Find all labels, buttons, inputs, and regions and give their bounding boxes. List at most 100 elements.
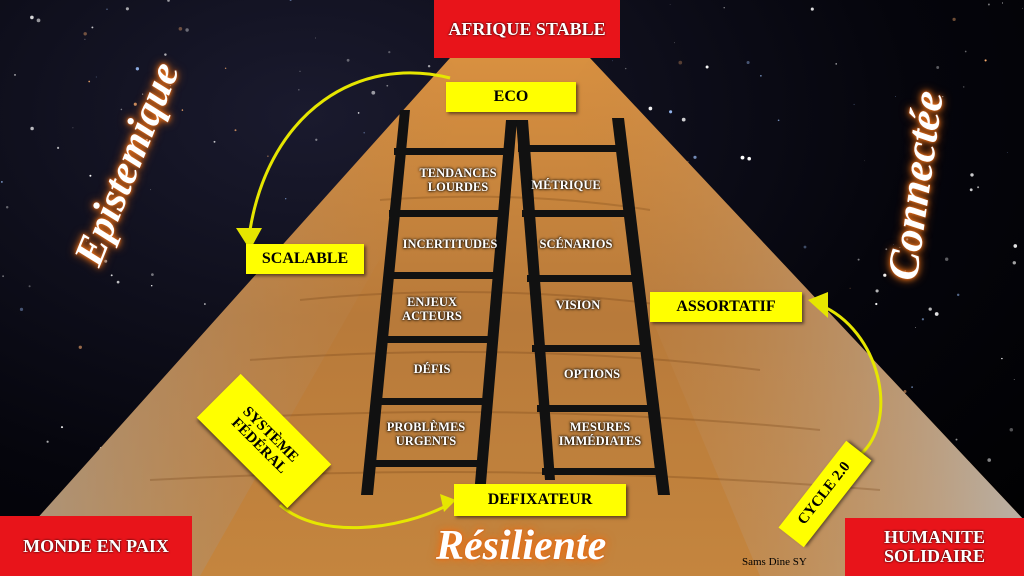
eco-tag: ECO bbox=[446, 82, 576, 112]
star bbox=[2, 275, 4, 278]
star bbox=[723, 7, 725, 9]
star bbox=[915, 326, 917, 328]
star bbox=[921, 318, 925, 321]
star bbox=[178, 27, 183, 31]
star bbox=[110, 274, 113, 277]
star bbox=[88, 80, 91, 83]
star bbox=[120, 108, 123, 111]
star bbox=[928, 307, 932, 311]
star bbox=[363, 131, 365, 134]
star bbox=[57, 146, 60, 149]
star bbox=[875, 302, 878, 306]
arrow-eco-to-scalable bbox=[248, 71, 451, 231]
star bbox=[1006, 152, 1008, 153]
star bbox=[945, 257, 949, 261]
star bbox=[936, 66, 940, 69]
resiliente-word: Résiliente bbox=[436, 523, 607, 569]
assortatif-tag: ASSORTATIF bbox=[650, 292, 802, 322]
star bbox=[371, 90, 376, 95]
left-rung-label-4: DÉFIS bbox=[413, 362, 451, 376]
star bbox=[116, 280, 120, 284]
star bbox=[903, 390, 907, 393]
star bbox=[299, 70, 301, 72]
star bbox=[150, 189, 152, 191]
star bbox=[224, 67, 227, 70]
star bbox=[30, 15, 34, 20]
star bbox=[705, 65, 709, 69]
star bbox=[427, 64, 431, 68]
star bbox=[740, 155, 745, 160]
right-rung-label-3: VISION bbox=[555, 298, 601, 312]
star bbox=[1002, 2, 1003, 4]
star bbox=[298, 89, 300, 91]
star bbox=[125, 7, 129, 11]
author-credit: Sams Dine SY bbox=[742, 556, 807, 568]
star bbox=[899, 247, 901, 249]
star bbox=[864, 160, 865, 162]
star bbox=[956, 293, 960, 297]
star bbox=[185, 28, 189, 32]
star bbox=[962, 86, 965, 88]
star bbox=[984, 59, 987, 62]
pyramid-left-face bbox=[0, 58, 470, 576]
star bbox=[875, 289, 879, 293]
arrow-head-defixateur bbox=[440, 494, 456, 512]
left-rung-label-3: ENJEUX ACTEURS bbox=[402, 295, 462, 324]
star bbox=[95, 76, 97, 78]
star bbox=[849, 287, 851, 289]
right-rung-label-1: MÉTRIQUE bbox=[531, 178, 601, 192]
star bbox=[285, 198, 287, 200]
star bbox=[906, 238, 909, 241]
star bbox=[803, 245, 807, 249]
star bbox=[386, 84, 389, 87]
star bbox=[835, 63, 837, 65]
star bbox=[60, 426, 64, 429]
star bbox=[150, 284, 153, 287]
star bbox=[106, 232, 109, 234]
star bbox=[810, 7, 814, 11]
star bbox=[1013, 244, 1018, 248]
star bbox=[133, 102, 137, 106]
star bbox=[86, 240, 87, 242]
star bbox=[612, 60, 613, 62]
star bbox=[91, 26, 94, 29]
star bbox=[746, 60, 750, 65]
star bbox=[104, 259, 108, 263]
star bbox=[162, 75, 166, 79]
star bbox=[72, 127, 74, 129]
star bbox=[678, 60, 683, 65]
star bbox=[28, 285, 31, 288]
star bbox=[83, 32, 87, 36]
star bbox=[942, 96, 944, 98]
star bbox=[624, 67, 627, 70]
star bbox=[388, 50, 391, 54]
defixateur-tag: DEFIXATEUR bbox=[454, 484, 626, 516]
star bbox=[977, 186, 980, 189]
left-ladder bbox=[361, 110, 517, 495]
arrow-head-assortatif bbox=[808, 292, 828, 318]
star bbox=[669, 110, 673, 114]
star bbox=[895, 96, 896, 97]
star bbox=[911, 386, 913, 388]
star bbox=[145, 138, 148, 142]
bottom-right-goal-box: HUMANITE SOLIDAIRE bbox=[845, 518, 1024, 576]
star bbox=[346, 58, 350, 62]
star bbox=[213, 140, 216, 143]
right-ladder bbox=[516, 118, 670, 495]
star bbox=[883, 273, 887, 277]
top-goal-box: AFRIQUE STABLE bbox=[434, 0, 620, 58]
arrow-federal-to-defixateur bbox=[279, 503, 449, 530]
star bbox=[853, 103, 855, 106]
star bbox=[669, 4, 671, 5]
star bbox=[1012, 261, 1016, 265]
star bbox=[169, 84, 171, 87]
star bbox=[167, 0, 170, 2]
star bbox=[234, 129, 237, 132]
star bbox=[970, 173, 974, 177]
star bbox=[934, 312, 939, 316]
star bbox=[969, 188, 973, 192]
star bbox=[857, 258, 860, 261]
star bbox=[89, 174, 92, 177]
star bbox=[135, 67, 140, 71]
star bbox=[904, 270, 906, 272]
